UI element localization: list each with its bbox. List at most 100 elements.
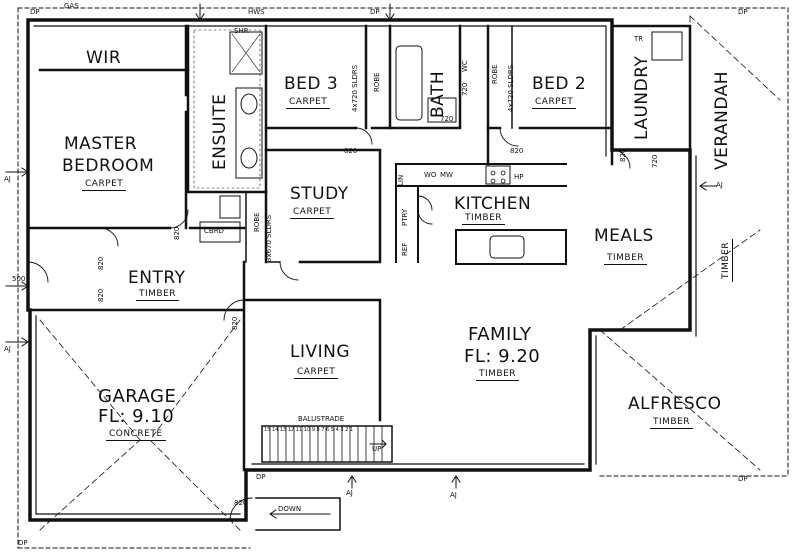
material-garage: CONCRETE xyxy=(106,430,166,441)
label-500: 500 xyxy=(12,275,26,283)
material-bed2: CARPET xyxy=(532,98,577,109)
kitchen-bench xyxy=(395,163,567,263)
label-stair-numbers: 15 14 13 12 11 10 9 8 7 6 5 4 3 2 1 xyxy=(264,427,354,433)
label-dp-top-left: DP xyxy=(30,8,40,16)
bathtub xyxy=(395,45,423,121)
door-swings xyxy=(27,127,631,521)
room-wir: WIR xyxy=(86,48,122,68)
room-living: LIVING xyxy=(290,342,351,362)
label-up: UP xyxy=(372,445,382,453)
label-dp-top-right: DP xyxy=(738,8,748,16)
label-aj-5: AJ xyxy=(450,491,457,499)
room-verandah: VERANDAH xyxy=(712,70,732,170)
label-820-bed3: 820 xyxy=(344,147,358,155)
label-aj-4: AJ xyxy=(346,489,353,497)
material-study: CARPET xyxy=(290,208,335,219)
label-cbrd: CBRD xyxy=(204,227,224,235)
room-entry: ENTRY xyxy=(128,268,186,288)
label-820-entry2: 820 xyxy=(97,288,105,302)
material-family: TIMBER xyxy=(476,370,520,381)
bath-walls xyxy=(388,24,490,130)
sink xyxy=(489,235,525,259)
room-alfresco: ALFRESCO xyxy=(628,394,722,414)
label-lin: LIN xyxy=(397,174,405,186)
material-master: CARPET xyxy=(82,180,127,191)
room-garage-line2: FL: 9.10 xyxy=(98,406,175,427)
stair-block xyxy=(261,425,393,463)
bath-vanity xyxy=(427,97,457,123)
down-arrow xyxy=(269,509,331,519)
stair-arrow xyxy=(369,439,387,449)
label-dp-bottom-right: DP xyxy=(738,475,748,483)
label-tr: TR xyxy=(634,35,644,43)
room-master-line1: MASTER xyxy=(64,134,138,154)
label-820-garage: 820 xyxy=(231,316,239,330)
section-arrows xyxy=(5,3,717,489)
room-study: STUDY xyxy=(290,184,349,204)
bed3-walls xyxy=(264,24,392,130)
material-kitchen: TIMBER xyxy=(462,214,506,225)
label-balustrade: BALUSTRADE xyxy=(298,415,345,423)
robe-study-walls xyxy=(245,191,281,263)
label-sldrs-study: 3x670 SLDRS xyxy=(265,214,273,262)
room-master-line2: BEDROOM xyxy=(62,156,155,176)
label-dp-bottom-left: DP xyxy=(18,539,28,547)
label-ref: REF xyxy=(401,242,409,256)
label-820-entry1: 820 xyxy=(97,256,105,270)
label-mw: MW xyxy=(440,171,453,179)
label-hp: HP xyxy=(514,173,524,181)
room-ensuite: ENSUITE xyxy=(210,93,230,170)
room-meals: MEALS xyxy=(594,226,654,246)
laundry-trough xyxy=(651,31,683,61)
room-family-line1: FAMILY xyxy=(468,324,532,345)
room-bath: BATH xyxy=(428,70,448,118)
bottom-step xyxy=(255,497,341,531)
room-family-line2: FL: 9.20 xyxy=(464,346,541,367)
material-alfresco: TIMBER xyxy=(650,418,694,429)
label-dp-top-mid: DP xyxy=(370,8,380,16)
material-meals: TIMBER xyxy=(604,254,648,265)
eaves-outline xyxy=(17,7,789,549)
label-720-bath: 720 xyxy=(461,82,469,96)
label-sldrs-bed2: 4x720 SLDRS xyxy=(507,64,515,112)
label-ptry: PTRY xyxy=(401,208,409,226)
kitchen-island xyxy=(455,229,567,265)
label-720-wc: 720 xyxy=(440,115,454,123)
label-wo: WO xyxy=(424,171,437,179)
label-down: DOWN xyxy=(278,505,302,513)
room-laundry: LAUNDRY xyxy=(632,55,652,140)
label-robe-bed3: ROBE xyxy=(373,72,381,92)
label-820-bottom: 820 xyxy=(234,499,248,507)
label-robe-bed2: ROBE xyxy=(491,64,499,84)
room-bed3: BED 3 xyxy=(284,74,339,94)
room-bed2: BED 2 xyxy=(532,74,587,94)
shower-cross xyxy=(231,33,261,73)
label-aj-1: AJ xyxy=(4,175,11,183)
room-garage-line1: GARAGE xyxy=(98,386,177,407)
label-gas: GAS xyxy=(64,2,79,10)
material-entry: TIMBER xyxy=(136,290,180,301)
label-aj-2: AJ xyxy=(4,345,11,353)
laundry-walls xyxy=(610,24,692,152)
label-820-laundry: 820 xyxy=(619,148,627,162)
bed2-walls xyxy=(486,126,614,166)
entry-walls xyxy=(26,260,246,472)
material-verandah: TIMBER xyxy=(721,238,733,282)
label-sldrs-bed3: 4x720 SLDRS xyxy=(351,64,359,112)
label-aj-3: AJ xyxy=(716,181,723,189)
hotplate xyxy=(485,165,511,185)
wc-pan xyxy=(219,195,241,219)
label-robe-study: ROBE xyxy=(253,212,261,232)
material-living: CARPET xyxy=(294,368,339,379)
basin-1 xyxy=(240,93,258,115)
hotplate-circles xyxy=(490,170,506,184)
label-hws: HWS xyxy=(248,8,265,16)
label-shr: SHR xyxy=(234,27,249,35)
ensuite-tile xyxy=(193,29,261,189)
label-820-bed2: 820 xyxy=(510,147,524,155)
basin-2 xyxy=(240,147,258,169)
hall-walls xyxy=(264,148,382,264)
material-bed3: CARPET xyxy=(286,98,331,109)
label-820-ensuite: 820 xyxy=(173,226,181,240)
label-dp-bottom-mid: DP xyxy=(256,473,266,481)
